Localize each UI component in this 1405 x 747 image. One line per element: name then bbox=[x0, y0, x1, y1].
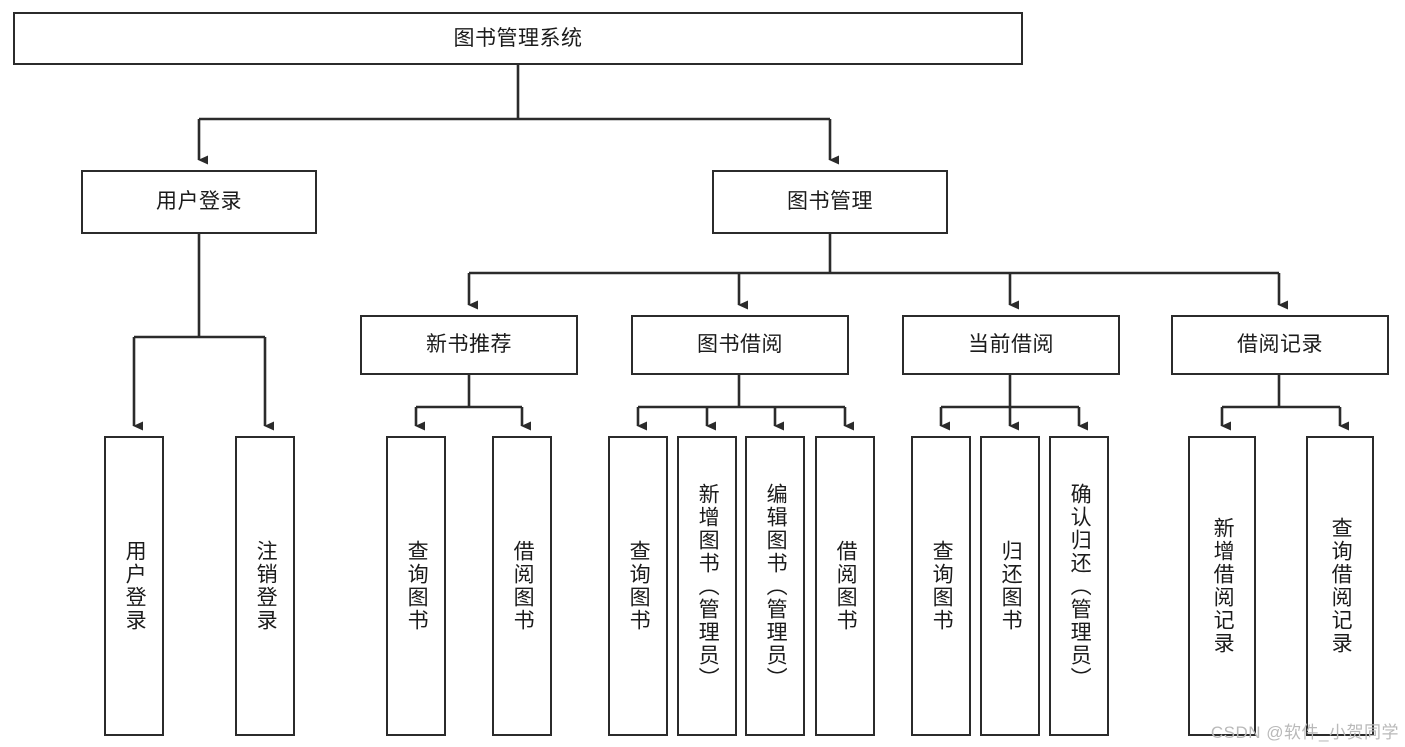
node-book-management-label: 图书管理 bbox=[787, 190, 873, 214]
leaf-book-borrow-lend[interactable]: 借阅图书 bbox=[815, 436, 875, 736]
leaf-label: 查询图书 bbox=[627, 540, 651, 632]
leaf-label: 新增借阅记录 bbox=[1211, 517, 1235, 655]
node-book-management[interactable]: 图书管理 bbox=[712, 170, 948, 234]
node-book-borrow-label: 图书借阅 bbox=[697, 333, 783, 357]
leaf-label: 注销登录 bbox=[254, 540, 278, 632]
leaf-current-borrow-query[interactable]: 查询图书 bbox=[911, 436, 971, 736]
node-book-borrow[interactable]: 图书借阅 bbox=[631, 315, 849, 375]
leaf-user-login-logout[interactable]: 注销登录 bbox=[235, 436, 295, 736]
node-borrow-record[interactable]: 借阅记录 bbox=[1171, 315, 1389, 375]
leaf-current-borrow-confirm[interactable]: 确认归还（管理员） bbox=[1049, 436, 1109, 736]
leaf-book-borrow-add[interactable]: 新增图书（管理员） bbox=[677, 436, 737, 736]
leaf-borrow-record-query[interactable]: 查询借阅记录 bbox=[1306, 436, 1374, 736]
leaf-label: 借阅图书 bbox=[834, 540, 858, 632]
leaf-user-login-login[interactable]: 用户登录 bbox=[104, 436, 164, 736]
leaf-book-borrow-query[interactable]: 查询图书 bbox=[608, 436, 668, 736]
node-new-book-recommend[interactable]: 新书推荐 bbox=[360, 315, 578, 375]
csdn-watermark: CSDN @软件_小贺同学 bbox=[1210, 723, 1399, 742]
node-user-login[interactable]: 用户登录 bbox=[81, 170, 317, 234]
node-new-book-recommend-label: 新书推荐 bbox=[426, 333, 512, 357]
node-root-label: 图书管理系统 bbox=[453, 26, 583, 50]
leaf-label: 编辑图书（管理员） bbox=[764, 482, 788, 690]
leaf-label: 用户登录 bbox=[123, 540, 147, 632]
node-user-login-label: 用户登录 bbox=[156, 190, 242, 214]
leaf-label: 查询图书 bbox=[930, 540, 954, 632]
node-borrow-record-label: 借阅记录 bbox=[1237, 333, 1323, 357]
node-current-borrow[interactable]: 当前借阅 bbox=[902, 315, 1120, 375]
leaf-label: 借阅图书 bbox=[511, 540, 535, 632]
leaf-label: 查询图书 bbox=[405, 540, 429, 632]
leaf-borrow-record-add[interactable]: 新增借阅记录 bbox=[1188, 436, 1256, 736]
node-current-borrow-label: 当前借阅 bbox=[968, 333, 1054, 357]
leaf-new-book-query[interactable]: 查询图书 bbox=[386, 436, 446, 736]
leaf-label: 归还图书 bbox=[999, 540, 1023, 632]
leaf-book-borrow-edit[interactable]: 编辑图书（管理员） bbox=[745, 436, 805, 736]
leaf-label: 查询借阅记录 bbox=[1329, 517, 1353, 655]
leaf-label: 确认归还（管理员） bbox=[1068, 482, 1092, 690]
leaf-current-borrow-return[interactable]: 归还图书 bbox=[980, 436, 1040, 736]
leaf-new-book-borrow[interactable]: 借阅图书 bbox=[492, 436, 552, 736]
leaf-label: 新增图书（管理员） bbox=[696, 482, 720, 690]
node-root[interactable]: 图书管理系统 bbox=[13, 12, 1023, 65]
